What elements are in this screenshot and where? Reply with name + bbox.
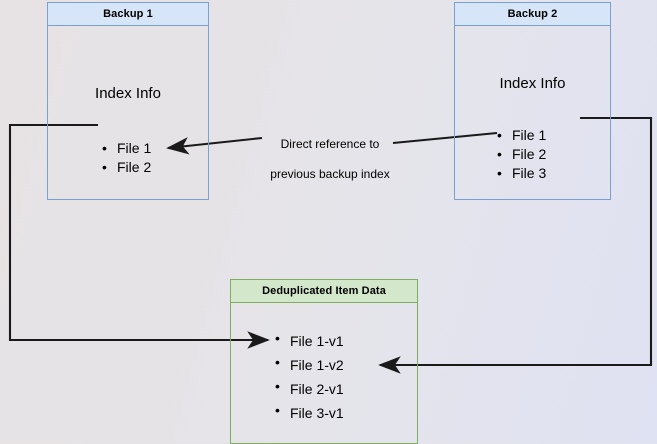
node-backup-1-title: Backup 1 [103,7,153,20]
node-backup-1-body: Index Info File 1 File 2 [47,26,209,200]
node-backup-2-title: Backup 2 [507,7,558,20]
node-backup-2-header: Backup 2 [454,2,611,26]
node-backup-2[interactable]: Backup 2 Index Info File 1 File 2 File 3 [454,2,611,200]
node-backup-2-body: Index Info File 1 File 2 File 3 [454,26,611,200]
node-backup-1-header: Backup 1 [47,2,209,26]
list-item: File 1 [497,126,546,145]
dedup-file-list: File 1-v1 File 1-v2 File 2-v1 File 3-v1 [275,329,344,425]
backup-2-file-list: File 1 File 2 File 3 [497,126,546,183]
list-item: File 1-v1 [275,329,344,353]
list-item: File 3 [497,164,546,183]
backup-2-index-info-label: Index Info [499,75,566,92]
list-item: File 2 [102,158,151,177]
node-deduplicated-item-data[interactable]: Deduplicated Item Data File 1-v1 File 1-… [230,279,418,444]
list-item: File 1 [102,139,151,158]
edge-label-line-2: previous backup index [270,167,390,181]
list-item: File 2 [497,145,546,164]
backup-1-file-list: File 1 File 2 [102,139,151,177]
node-backup-1[interactable]: Backup 1 Index Info File 1 File 2 [47,2,209,200]
edge-label-direct-reference: Direct reference to previous backup inde… [262,122,398,197]
list-item: File 1-v2 [275,353,344,377]
list-item: File 3-v1 [275,401,344,425]
backup-1-index-info-label: Index Info [95,85,161,102]
list-item: File 2-v1 [275,377,344,401]
edge-label-line-1: Direct reference to [280,137,380,151]
node-dedup-title: Deduplicated Item Data [262,284,386,297]
node-dedup-body: File 1-v1 File 1-v2 File 2-v1 File 3-v1 [230,303,418,444]
node-dedup-header: Deduplicated Item Data [230,279,418,303]
